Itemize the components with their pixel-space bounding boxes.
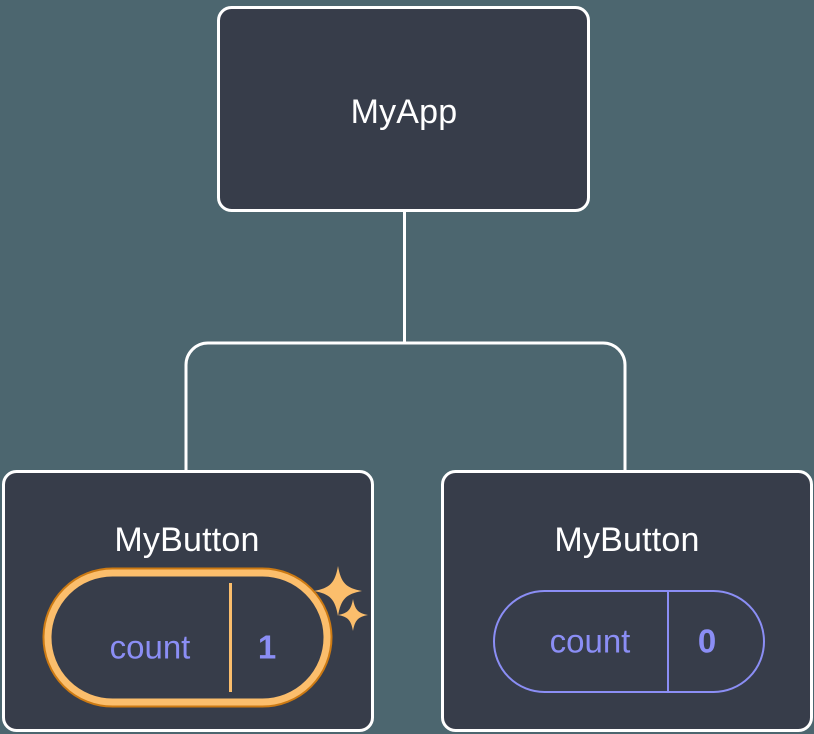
connector-branch-right — [404, 341, 627, 470]
state-pill-left-inner-ring — [44, 569, 331, 706]
state-pill-right-value: 0 — [698, 623, 716, 660]
state-pill-right-key: count — [550, 623, 631, 660]
connector-branch-left — [184, 341, 405, 470]
node-mybutton-left[interactable]: MyButton count 1 — [2, 470, 374, 732]
node-mybutton-right[interactable]: MyButton count 0 — [441, 470, 813, 732]
sparkle-large-icon — [314, 566, 362, 616]
sparkle-group-left — [314, 566, 368, 631]
node-myapp[interactable]: MyApp — [217, 6, 590, 212]
state-pill-left-key: count — [110, 629, 191, 666]
tree-connectors — [184, 211, 627, 470]
node-mybutton-right-label: MyButton — [554, 521, 699, 559]
state-pill-left-value: 1 — [258, 629, 276, 666]
node-myapp-box — [217, 6, 590, 212]
state-pill-right-outline — [493, 590, 765, 693]
state-pill-left[interactable]: count 1 — [42, 567, 333, 708]
sparkle-small-icon — [338, 599, 368, 631]
node-myapp-label: MyApp — [351, 93, 458, 131]
node-mybutton-left-label: MyButton — [114, 521, 259, 559]
node-mybutton-right-box — [441, 470, 813, 732]
state-pill-right[interactable]: count 0 — [493, 590, 765, 693]
